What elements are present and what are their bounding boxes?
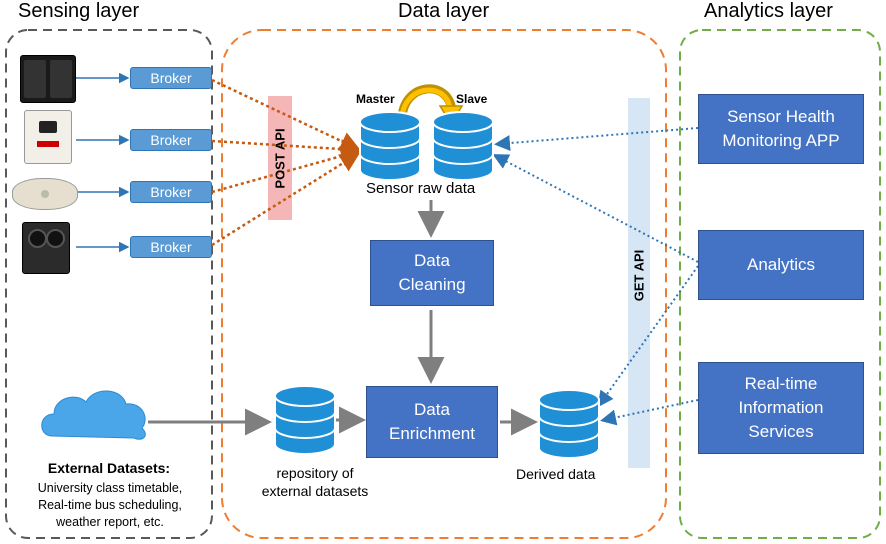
data-cleaning-box: Data Cleaning xyxy=(370,240,494,306)
analytics-layer-title: Analytics layer xyxy=(704,0,833,22)
sensor-health-app-box: Sensor Health Monitoring APP xyxy=(698,94,864,164)
analytics-box: Analytics xyxy=(698,230,864,300)
sensor-raw-data-label: Sensor raw data xyxy=(366,180,476,197)
post-api-text: POST API xyxy=(272,127,288,189)
external-datasets-line-3: weather report, etc. xyxy=(56,515,164,529)
realtime-info-services-box: Real-time Information Services xyxy=(698,362,864,454)
sensor-device-icon-4 xyxy=(22,222,70,274)
slave-label: Slave xyxy=(456,92,488,106)
data-layer-frame xyxy=(221,29,667,539)
sensing-layer-frame xyxy=(5,29,213,539)
broker-post-arrow-3 xyxy=(211,146,361,194)
cloud-icon xyxy=(41,390,146,440)
derived-database-icon xyxy=(538,389,600,459)
slave-database-icon xyxy=(432,111,494,181)
broker-box-1: Broker xyxy=(130,67,212,89)
health-get-arrow xyxy=(494,127,699,152)
post-api-label: POST API xyxy=(268,96,292,220)
sensing-layer-title: Sensing layer xyxy=(18,0,140,22)
master-label: Master xyxy=(356,92,395,106)
broker-post-arrow-1 xyxy=(211,78,361,151)
sensor-device-icon-3 xyxy=(12,178,78,210)
realtime-get-arrow xyxy=(600,399,699,426)
broker-post-arrow-2 xyxy=(211,139,361,160)
broker-box-3: Broker xyxy=(130,181,212,203)
derived-data-label: Derived data xyxy=(516,466,596,482)
sensor-device-icon-2 xyxy=(24,110,72,164)
get-api-text: GET API xyxy=(631,249,647,301)
get-api-label: GET API xyxy=(628,220,650,330)
master-database-icon xyxy=(359,111,421,181)
external-datasets-line-1: University class timetable, xyxy=(37,481,183,495)
external-datasets-title: External Datasets: xyxy=(47,460,171,476)
analytics-get-arrow-raw xyxy=(492,154,699,263)
broker-post-arrow-4 xyxy=(211,152,361,247)
broker-box-4: Broker xyxy=(130,236,212,258)
data-layer-title: Data layer xyxy=(398,0,490,22)
broker-box-2: Broker xyxy=(130,129,212,151)
replication-arrow-inner xyxy=(399,87,453,121)
external-datasets-line-2: Real-time bus scheduling, xyxy=(38,498,182,512)
analytics-layer-frame xyxy=(679,29,881,539)
data-enrichment-box: Data Enrichment xyxy=(366,386,498,458)
sensor-device-icon-1 xyxy=(20,55,76,103)
repository-label: repository of external datasets xyxy=(261,465,369,499)
repository-database-icon xyxy=(274,385,336,455)
analytics-get-arrow-derived xyxy=(597,265,699,408)
get-api-band xyxy=(628,98,650,468)
